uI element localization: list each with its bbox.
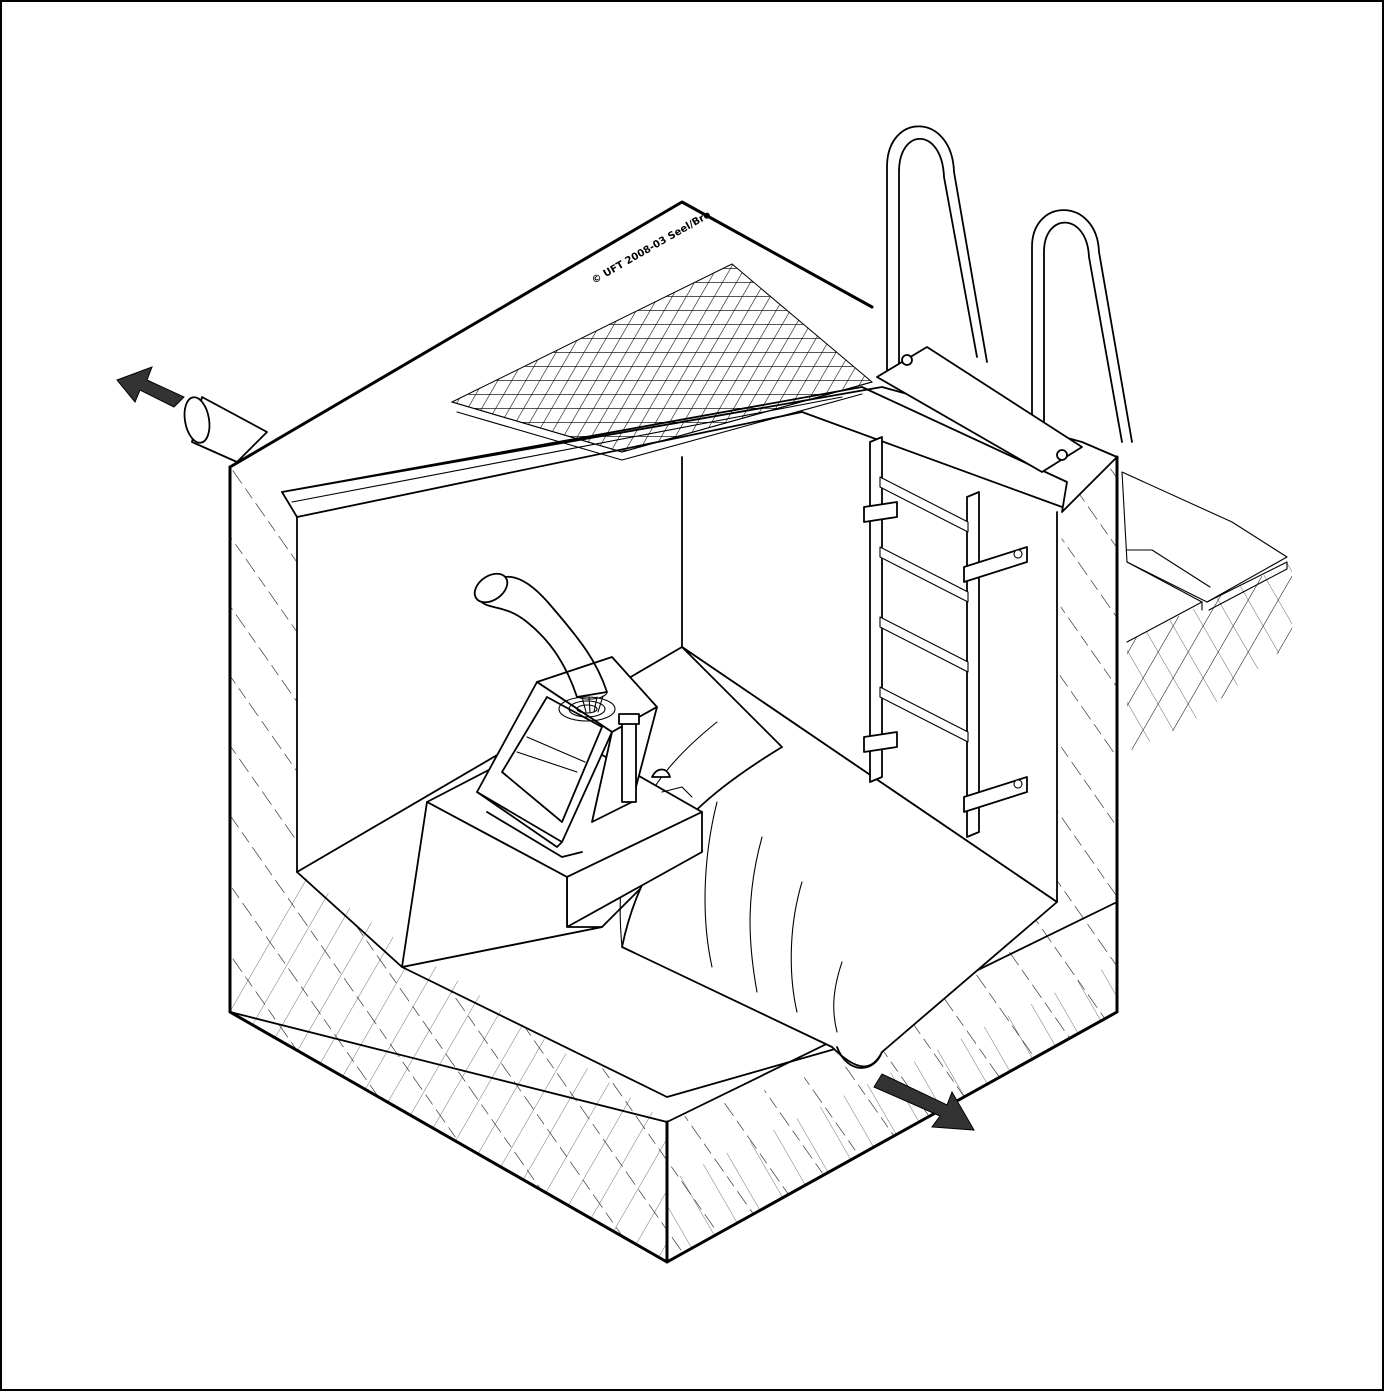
flow-arrow-in [116,366,185,408]
level-sensor [618,713,693,803]
inlet-pipe [183,396,268,463]
discharge-pipe [473,572,608,713]
grab-handles [876,125,1133,473]
ground-hatching [1127,562,1292,752]
wall-ladder [863,436,1028,838]
flow-arrow-out [873,1073,975,1131]
grating [450,263,874,461]
paving-slabs [1121,471,1288,643]
